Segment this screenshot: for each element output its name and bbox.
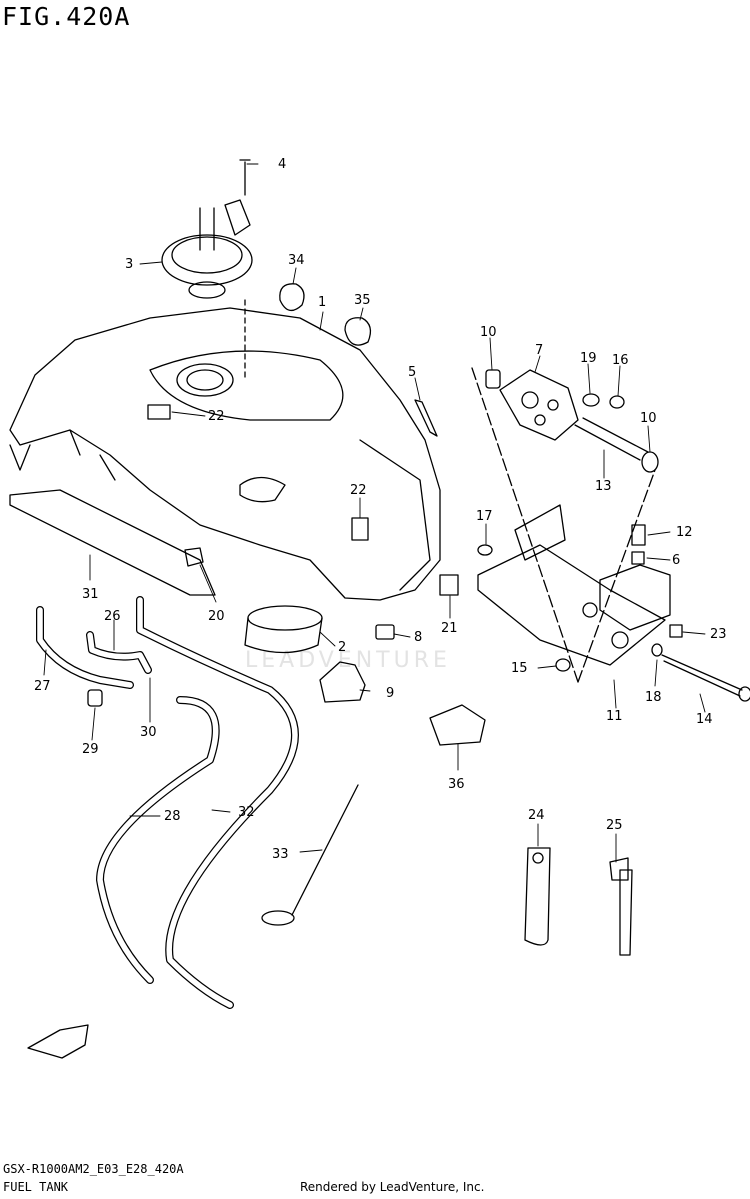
callout-34: 34: [288, 253, 305, 268]
callout-13: 13: [595, 479, 612, 494]
callout-10-lower: 10: [640, 411, 657, 426]
section-name: FUEL TANK: [3, 1180, 69, 1194]
callout-33: 33: [272, 847, 289, 862]
callout-14: 14: [696, 712, 713, 727]
callout-36: 36: [448, 777, 465, 792]
parts-diagram: 4 3 34 1 35 10 7 19 16 5 22 22 10 13 17 …: [9, 157, 750, 1059]
callout-10-upper: 10: [480, 325, 497, 340]
model-code: GSX-R1000AM2_E03_E28_420A: [3, 1162, 184, 1176]
callout-17: 17: [476, 509, 493, 524]
callout-9: 9: [386, 686, 394, 701]
callout-20: 20: [208, 609, 225, 624]
callout-6: 6: [672, 553, 680, 568]
figure-title: FIG.420A: [2, 2, 131, 31]
fwd-arrow-icon: [27, 1024, 89, 1059]
callout-11: 11: [606, 709, 623, 724]
callout-30: 30: [140, 725, 157, 740]
callout-8: 8: [414, 630, 422, 645]
callout-7: 7: [535, 343, 543, 358]
callout-18: 18: [645, 690, 662, 705]
callout-35: 35: [354, 293, 371, 308]
callout-29: 29: [82, 742, 99, 757]
callout-15: 15: [511, 661, 528, 676]
callout-19: 19: [580, 351, 597, 366]
callout-32: 32: [238, 805, 255, 820]
callout-3: 3: [125, 257, 133, 272]
callout-22-lower: 22: [350, 483, 367, 498]
callout-28: 28: [164, 809, 181, 824]
callout-4: 4: [278, 157, 286, 172]
callout-12: 12: [676, 525, 693, 540]
callout-22-upper: 22: [208, 409, 225, 424]
callout-24: 24: [528, 808, 545, 823]
callout-labels: 4 3 34 1 35 10 7 19 16 5 22 22 10 13 17 …: [34, 157, 727, 862]
callout-21: 21: [441, 621, 458, 636]
callout-23: 23: [710, 627, 727, 642]
callout-25: 25: [606, 818, 623, 833]
callout-26: 26: [104, 609, 121, 624]
callout-31: 31: [82, 587, 99, 602]
fuel-tank: [9, 307, 441, 601]
callout-16: 16: [612, 353, 629, 368]
callout-5: 5: [408, 365, 416, 380]
callout-1: 1: [318, 295, 326, 310]
rendered-by: Rendered by LeadVenture, Inc.: [300, 1180, 485, 1194]
callout-27: 27: [34, 679, 51, 694]
callout-2: 2: [338, 640, 346, 655]
